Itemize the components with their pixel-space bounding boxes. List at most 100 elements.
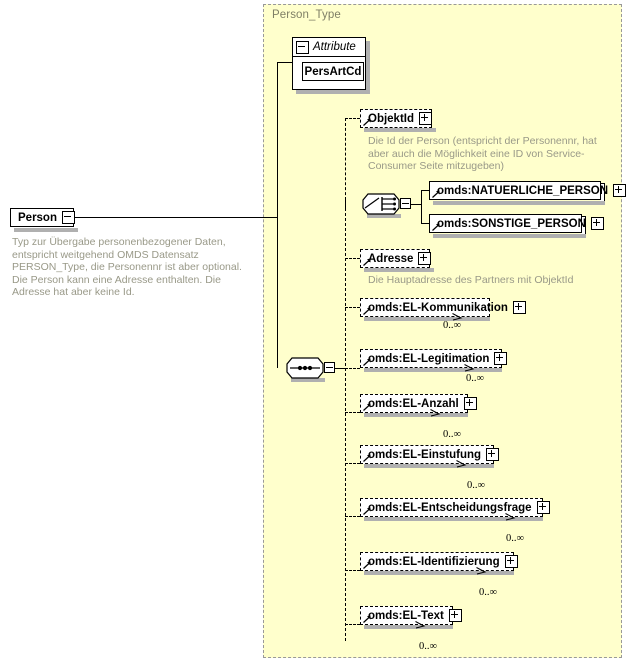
reference-arrow-icon	[363, 615, 371, 623]
attribute-group-shadow	[296, 90, 370, 94]
connector-objektid	[345, 118, 360, 119]
element-el-anzahl[interactable]: omds:EL-Anzahl	[360, 394, 477, 413]
element-el-kommunikation[interactable]: omds:EL-Kommunikation	[360, 298, 526, 317]
element-el-identifizierung-shadow	[364, 571, 514, 575]
expand-plus-icon[interactable]	[494, 352, 508, 365]
expand-plus-icon[interactable]	[448, 609, 462, 622]
reference-arrow-icon	[363, 358, 371, 366]
expand-plus-icon[interactable]	[486, 448, 500, 461]
reference-arrow-icon	[363, 561, 371, 569]
sequence-compositor-icon	[286, 357, 324, 379]
sequence-collapse-icon[interactable]	[324, 362, 335, 373]
connector-el-kommunikation	[345, 307, 360, 308]
choice-compositor-icon	[362, 193, 400, 215]
element-el-legitimation[interactable]: omds:EL-Legitimation	[360, 349, 508, 368]
element-el-entscheidungsfrage[interactable]: omds:EL-Entscheidungsfrage	[360, 498, 550, 517]
element-adresse[interactable]: Adresse	[360, 249, 432, 268]
element-el-anzahl-occurs: 0..∞	[443, 429, 461, 440]
element-el-identifizierung[interactable]: omds:EL-Identifizierung	[360, 552, 518, 571]
connector-person-to-type	[74, 217, 278, 218]
attribute-persartcd-label: PersArtCd	[304, 65, 362, 78]
expand-plus-icon[interactable]	[463, 397, 477, 410]
reference-arrow-icon	[363, 507, 371, 515]
element-el-einstufung-occurs: 0..∞	[467, 480, 485, 491]
element-natuerliche-person[interactable]: omds:NATUERLICHE_PERSON	[429, 181, 627, 200]
connector-sequence-to-children	[335, 368, 346, 369]
connector-choice-branch-2	[421, 223, 429, 224]
child-tree-vertical-lower	[345, 208, 346, 641]
reference-arrow-icon	[432, 223, 440, 231]
element-sonstige-person-shadow	[433, 234, 586, 238]
element-person-label: Person	[18, 211, 57, 224]
element-person-documentation: Typ zur Übergabe personenbezogener Daten…	[12, 236, 242, 298]
connector-el-legitimation	[345, 368, 360, 369]
element-adresse-shadow	[364, 268, 434, 272]
choice-collapse-icon[interactable]	[400, 198, 411, 209]
element-sonstige-person[interactable]: omds:SONSTIGE_PERSON	[429, 214, 604, 233]
choice-compositor-shadow	[367, 214, 401, 218]
connector-el-identifizierung	[345, 570, 360, 571]
reference-arrow-icon	[363, 454, 371, 462]
element-el-text-label: omds:EL-Text	[368, 609, 444, 622]
choice-compositor[interactable]	[362, 193, 400, 215]
element-person[interactable]: Person	[10, 208, 75, 227]
connector-el-text	[345, 624, 360, 625]
occurrence-curl-icon	[415, 621, 426, 629]
attribute-persartcd[interactable]: PersArtCd	[302, 62, 364, 81]
element-el-kommunikation-label: omds:EL-Kommunikation	[368, 301, 508, 314]
element-objektid[interactable]: ObjektId	[360, 109, 433, 128]
element-natuerliche-person-label: omds:NATUERLICHE_PERSON	[437, 184, 609, 197]
occurrence-curl-icon	[452, 313, 463, 321]
element-el-entscheidungsfrage-occurs: 0..∞	[506, 533, 524, 544]
element-el-legitimation-occurs: 0..∞	[466, 373, 484, 384]
complex-type-region	[263, 4, 622, 658]
person-node-shadow	[14, 228, 78, 232]
expand-plus-icon[interactable]	[536, 501, 550, 514]
attribute-group-header[interactable]: Attribute	[292, 37, 366, 57]
connector-to-attribute-group	[277, 62, 293, 63]
element-adresse-documentation: Die Hauptadresse des Partners mit Objekt…	[368, 274, 574, 286]
element-el-text-occurs: 0..∞	[419, 641, 437, 652]
reference-arrow-icon	[363, 118, 371, 126]
expand-plus-icon[interactable]	[504, 555, 518, 568]
connector-adresse	[345, 258, 360, 259]
expand-plus-icon[interactable]	[419, 112, 433, 125]
reference-arrow-icon	[432, 190, 440, 198]
occurrence-curl-icon	[430, 409, 441, 417]
child-tree-vertical-choice	[345, 200, 346, 208]
collapse-minus-icon[interactable]	[62, 211, 75, 224]
element-el-kommunikation-shadow	[364, 317, 490, 321]
element-el-entscheidungsfrage-shadow	[364, 517, 543, 521]
attribute-group-shadow-right	[366, 41, 370, 94]
expand-plus-icon[interactable]	[418, 252, 432, 265]
connector-choice-branch-1	[421, 190, 429, 191]
element-el-identifizierung-label: omds:EL-Identifizierung	[368, 555, 500, 568]
element-el-text[interactable]: omds:EL-Text	[360, 606, 462, 625]
expand-plus-icon[interactable]	[512, 301, 526, 314]
element-el-anzahl-label: omds:EL-Anzahl	[368, 397, 459, 410]
occurrence-curl-icon	[464, 364, 475, 372]
attribute-group-label: Attribute	[313, 41, 356, 53]
connector-choice-stub	[411, 204, 421, 205]
sequence-compositor[interactable]	[286, 357, 324, 379]
element-el-text-shadow	[364, 625, 453, 629]
connector-el-entscheidungsfrage	[345, 516, 360, 517]
element-objektid-documentation: Die Id der Person (entspricht der Person…	[368, 135, 597, 172]
element-el-kommunikation-occurs: 0..∞	[443, 320, 461, 331]
element-el-entscheidungsfrage-label: omds:EL-Entscheidungsfrage	[368, 501, 532, 514]
expand-plus-icon[interactable]	[613, 184, 627, 197]
collapse-minus-icon[interactable]	[296, 40, 309, 54]
reference-arrow-icon	[363, 403, 371, 411]
connector-el-einstufung	[345, 463, 360, 464]
reference-arrow-icon	[363, 307, 371, 315]
expand-plus-icon[interactable]	[590, 217, 604, 230]
element-natuerliche-person-shadow	[433, 201, 605, 205]
occurrence-curl-icon	[476, 567, 487, 575]
sequence-compositor-shadow	[291, 378, 325, 382]
child-tree-vertical-upper	[345, 118, 346, 200]
occurrence-curl-icon	[456, 460, 467, 468]
element-el-einstufung-shadow	[364, 464, 494, 468]
element-el-einstufung[interactable]: omds:EL-Einstufung	[360, 445, 500, 464]
complex-type-label: Person_Type	[272, 9, 341, 21]
element-el-legitimation-label: omds:EL-Legitimation	[368, 352, 490, 365]
